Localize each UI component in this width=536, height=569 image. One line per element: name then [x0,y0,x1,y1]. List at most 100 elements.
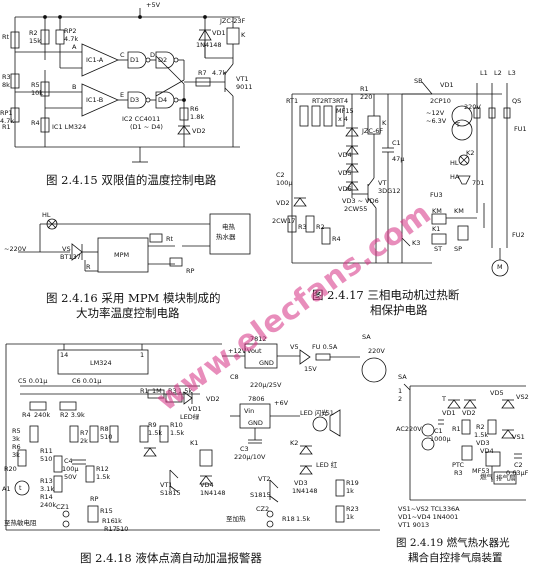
label-gnd: GND [259,359,274,367]
label-r2: R2 [476,423,485,431]
label-vd3p: 1N4148 [292,487,318,495]
label-c: C [120,51,125,59]
label-220v: 220V [368,347,385,355]
label-t: T [456,121,460,129]
label-vd4: VD4 [200,481,214,489]
label-vd36p: 2CW55 [344,205,368,213]
label-legend-vd: VD1~VD4 1N4001 [398,513,459,521]
label-vd1p: 2CP10 [430,97,451,105]
caption-2-4-19-line2: 耦合自控排气扇装置 [408,552,503,564]
caption-2-4-18: 图 2.4.18 液体点滴自动加温报警器 [80,551,262,565]
label-ac220v: AC220V [396,425,422,433]
label-r7v: 4.7k [212,69,227,77]
label-r11: R11 [40,447,53,455]
label-vout: Vout [247,347,262,355]
label-7812: 7812 [250,335,267,343]
label-c8v: 220μ/25V [250,381,282,389]
label-r5: R5 [31,81,40,89]
label-vd1: VD1 [440,81,454,89]
label-r6: R6 [12,443,21,451]
label-vd36: VD3 ~ VD6 [342,197,379,205]
label-sp: SP [454,245,463,253]
label-vt1p: 9011 [236,83,253,91]
label-12v: +12V [228,347,247,355]
label-pin14: 14 [60,351,69,359]
label-c3v: 220μ/10V [234,453,266,461]
label-r10: R10 [170,421,183,429]
label-ic1: IC1 LM324 [52,123,87,131]
caption-2-4-16-line1: 图 2.4.16 采用 MPM 模块制成的 [46,291,221,305]
label-r1: R1 [140,387,149,395]
label-r16v: 1k [114,517,122,525]
label-hl: HL [42,211,51,219]
caption-2-4-19-line1: 图 2.4.19 燃气热水器光 [396,537,510,549]
label-r14: R14 [40,493,53,501]
label-c8: C8 [230,373,239,381]
label-igniter: 燃气 [480,473,493,481]
label-fu1: FU1 [514,125,527,133]
label-mf15: MF15 [336,107,354,115]
label-vsp: BT137 [60,253,81,261]
caption-2-4-15: 图 2.4.15 双限值的温度控制电路 [46,173,217,187]
label-vd4p: 1N4148 [200,489,226,497]
label-rp: RP [186,267,195,275]
label-km-contact: KM [454,207,464,215]
label-vd6: VD6 [338,185,352,193]
label-mf53: MF53 [472,467,490,475]
circuit-2-4-16 [18,213,251,273]
label-to-thermistor: 至热敏电阻 [4,519,37,527]
label-r23: R23 [346,505,359,513]
circuit-2-4-18 [5,343,387,531]
label-p1: 1 [398,387,403,395]
label-l2: L2 [494,69,502,77]
label-t: T [442,395,446,403]
label-vplus: +5V [146,1,161,9]
label-c2: C2 [514,461,523,469]
label-r2: R2 3.9k [60,411,85,419]
caption-2-4-16-line2: 大功率温度控制电路 [76,306,180,320]
label-r1: R1 [360,85,369,93]
label-ic2: IC2 CC4011 [122,115,161,123]
label-r1v: 220 [360,93,373,101]
label-r13: R13 [40,477,53,485]
label-r6: R6 [190,105,199,113]
label-led-red: LED 红 [316,461,338,469]
label-vd3: VD3 [294,479,308,487]
label-vt2p: S1815 [250,491,271,499]
label-rp: RP [90,495,99,503]
label-r8: R8 [100,425,109,433]
label-r23v: 1k [346,513,354,521]
label-c2v: 0.63μF [506,469,529,477]
label-relay: JZC-6F [362,127,384,135]
label-r14v: 240k [40,501,57,509]
label-r3v: 1.5k [178,387,193,395]
label-r9: R9 [148,421,157,429]
label-vin: Vin [244,407,255,415]
label-rp1: RP1 [0,109,13,117]
label-vs1: VS1 [512,433,525,441]
label-r4v: 240k [34,411,51,419]
label-k3: K3 [412,239,421,247]
label-r4: R4 [332,235,341,243]
label-r5: R5 [12,427,21,435]
label-rt4: RT4 [336,97,349,105]
label-legend-vt: VT1 9013 [398,521,430,529]
label-pin1: 1 [140,351,145,359]
label-r10v: 1.5k [170,429,185,437]
caption-2-4-17-line1: 图 2.4.17 三相电动机过热断 [312,288,460,302]
label-vs: VS [62,245,71,253]
label-r6v: 3k [12,451,20,459]
label-r5v: 10k [31,89,44,97]
label-c6: C6 0.01μ [72,377,102,385]
label-k: K [382,119,387,127]
label-d1: D1 [130,56,140,64]
label-rp2v: 4.7k [64,35,79,43]
label-rp1v: 4.7k [0,117,15,125]
label-x4: x 4 [338,115,349,123]
label-r4: R4 [22,411,31,419]
label-r20: R20 [4,465,17,473]
label-fu: FU 0.5A [312,343,338,351]
label-vd4: VD4 [480,447,494,455]
label-vt1: VT1 [236,75,249,83]
label-c1v: 1000μ [430,435,451,443]
